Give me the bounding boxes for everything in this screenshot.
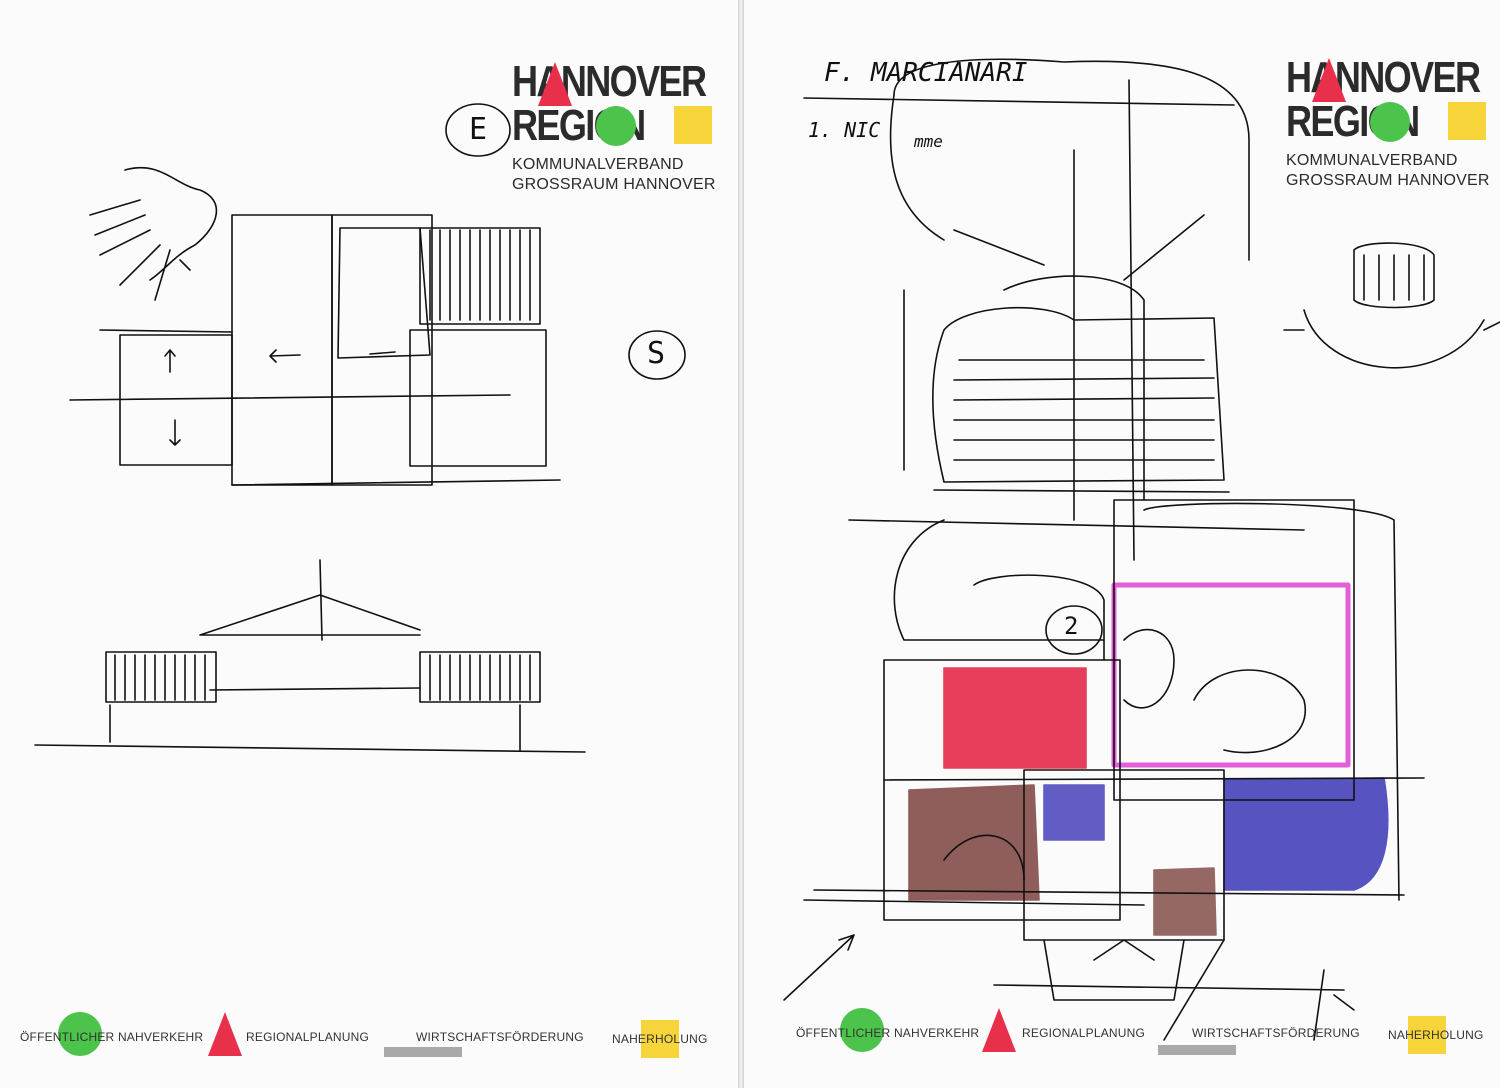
footer-label-wirtschaft: WIRTSCHAFTSFÖRDERUNG bbox=[416, 1030, 584, 1044]
right-sheet: HANNOVER REGION KOMMUNALVERBAND GROSSRAU… bbox=[744, 0, 1500, 1088]
handwriting-note-b: mme bbox=[914, 132, 943, 151]
footer-yellow-square bbox=[641, 1020, 679, 1058]
footer-red-triangle bbox=[208, 1012, 242, 1056]
footer-green-circle bbox=[58, 1012, 102, 1056]
footer-green-circle-right bbox=[840, 1008, 884, 1052]
footer-label-naherholung: NAHERHOLUNG bbox=[612, 1032, 708, 1046]
page-fold bbox=[738, 0, 744, 1088]
logo-red-triangle bbox=[538, 62, 572, 106]
plan-sketch-right bbox=[783, 58, 1500, 1041]
left-sheet: HANNOVER REGION KOMMUNALVERBAND GROSSRAU… bbox=[0, 0, 738, 1088]
footer-label-regionalplanung-right: REGIONALPLANUNG bbox=[1022, 1026, 1146, 1040]
footer-yellow-square-right bbox=[1408, 1016, 1446, 1054]
footer-label-wirtschaft-right: WIRTSCHAFTSFÖRDERUNG bbox=[1192, 1026, 1360, 1040]
circled-letter-e: E bbox=[469, 112, 488, 147]
logo-red-triangle-right bbox=[1312, 58, 1346, 102]
footer-grey-bar bbox=[384, 1047, 462, 1057]
hannover-region-logo: HANNOVER REGION KOMMUNALVERBAND GROSSRAU… bbox=[512, 60, 738, 200]
footer-grey-bar-right bbox=[1158, 1045, 1236, 1055]
footer-label-nahverkehr-right: ÖFFENTLICHER NAHVERKEHR bbox=[796, 1026, 980, 1040]
logo-sub2-right: GROSSRAUM HANNOVER bbox=[1286, 172, 1490, 189]
logo-green-circle bbox=[596, 106, 636, 146]
logo-yellow-square-right bbox=[1448, 102, 1486, 140]
logo-yellow-square bbox=[674, 106, 712, 144]
logo-sub2: GROSSRAUM HANNOVER bbox=[512, 176, 716, 193]
footer-label-naherholung-right: NAHERHOLUNG bbox=[1388, 1028, 1484, 1042]
footer-red-triangle-right bbox=[982, 1008, 1016, 1052]
logo-green-circle-right bbox=[1370, 102, 1410, 142]
logo-sub1: KOMMUNALVERBAND bbox=[512, 156, 684, 173]
circled-letter-s: S bbox=[647, 336, 666, 371]
handwriting-name: F. MARCIANARI bbox=[824, 58, 1028, 88]
footer-label-regionalplanung: REGIONALPLANUNG bbox=[246, 1030, 370, 1044]
logo-sub1-right: KOMMUNALVERBAND bbox=[1286, 152, 1458, 169]
footer-label-nahverkehr: ÖFFENTLICHER NAHVERKEHR bbox=[20, 1030, 204, 1044]
hannover-region-logo-right: HANNOVER REGION KOMMUNALVERBAND GROSSRAU… bbox=[1286, 56, 1500, 196]
circled-number-2: 2 bbox=[1064, 612, 1079, 640]
handwriting-note: 1. NIC bbox=[808, 118, 881, 142]
plan-sketch-left bbox=[34, 103, 686, 753]
